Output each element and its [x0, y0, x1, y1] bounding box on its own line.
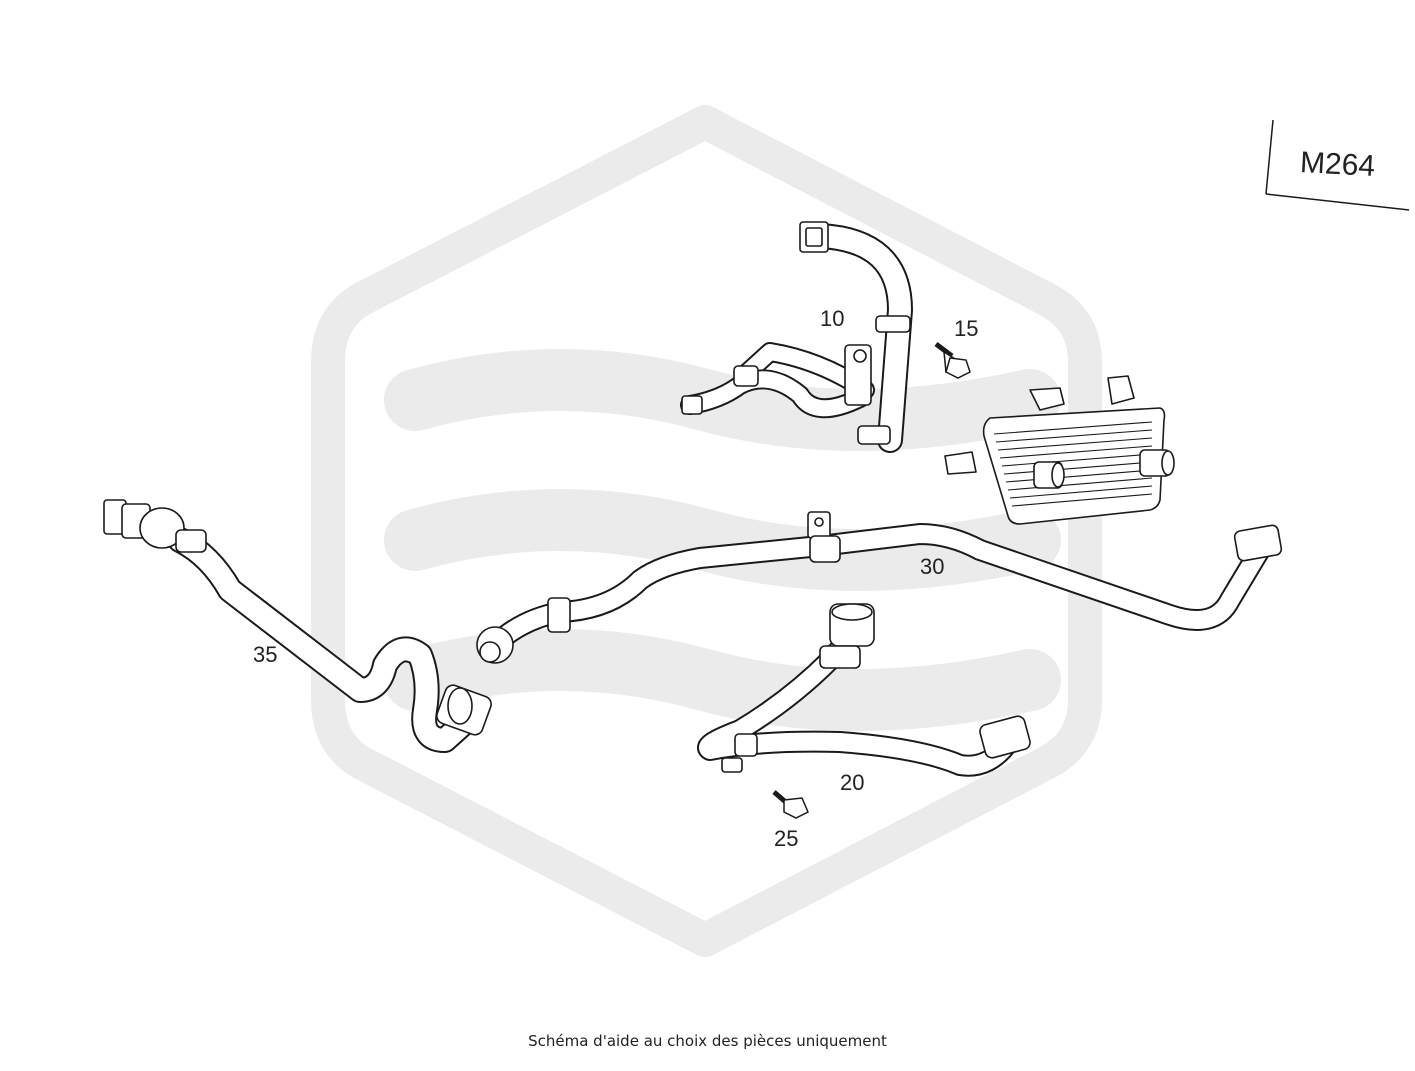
callout-part-35: 35: [253, 642, 278, 667]
callout-part-10: 10: [820, 306, 845, 331]
hose-part-10[interactable]: [680, 221, 913, 453]
callout-part-15: 15: [954, 316, 979, 341]
bolt-part-15[interactable]: [934, 342, 971, 379]
hose-part-30[interactable]: [476, 511, 1283, 664]
diagram-caption: Schéma d'aide au choix des pièces unique…: [528, 1032, 887, 1050]
engine-code-label: M264: [1299, 146, 1376, 183]
callout-part-20: 20: [840, 770, 865, 795]
callout-part-30: 30: [920, 554, 945, 579]
bolt-part-25[interactable]: [772, 790, 809, 819]
engine-code-frame: [1265, 119, 1410, 211]
watermark-logo: [311, 105, 1102, 957]
callout-part-25: 25: [774, 826, 799, 851]
hose-part-35[interactable]: [103, 499, 493, 753]
oil-cooler[interactable]: [944, 375, 1175, 525]
hose-part-20[interactable]: [697, 603, 1032, 777]
